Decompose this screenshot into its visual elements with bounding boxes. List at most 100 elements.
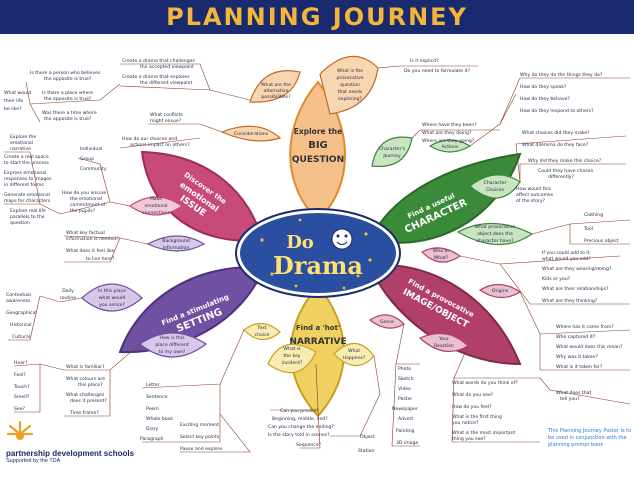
issue-left-1: Explore the xyxy=(10,134,36,140)
incident-2: the key xyxy=(283,353,300,359)
sense-smell: Smell? xyxy=(14,394,30,400)
sense-touch: Touch? xyxy=(13,384,30,390)
prov-q-4: that needs xyxy=(338,89,363,95)
narrative-line2: NARRATIVE xyxy=(289,337,346,347)
issue-left-10: maps for characters xyxy=(4,198,51,204)
actions-q1: Why do they do the things they do? xyxy=(520,72,603,78)
reaction-2: Reaction xyxy=(434,343,454,349)
individual: Individual xyxy=(80,146,102,152)
narrative-q4: Is the story told in scenes? xyxy=(268,432,330,438)
awareness-geo: Geographical xyxy=(6,310,37,316)
reaction-q7: thing you see? xyxy=(452,436,486,442)
image-q3: What are they wearing/doing? xyxy=(542,266,612,272)
tell-you-1: What does that xyxy=(556,390,591,396)
image-q1: If you could add to it xyxy=(542,250,590,256)
emotional-3: connections xyxy=(142,210,170,216)
object-label: Object xyxy=(360,434,375,440)
issue-left-5: to start the process xyxy=(4,160,49,166)
mindmap: Do Drama Explore the BIG QUESTION Find a… xyxy=(4,55,631,454)
explicit-2: Do you need to formulate it? xyxy=(404,68,471,74)
sense-3: you sense? xyxy=(99,302,125,308)
sense-2: what would xyxy=(99,295,126,301)
choices-q1: What choices did they make? xyxy=(522,130,590,136)
petal-narrative xyxy=(290,284,345,418)
top-left-7: How do our choices and xyxy=(122,136,177,142)
far-left-4: the opposite is true? xyxy=(44,96,92,102)
explore-line2: BIG xyxy=(308,140,328,151)
far-left-6: the opposite is true? xyxy=(44,116,92,122)
commitment-1: How do you ensure xyxy=(62,190,106,196)
prov-q-2: provocative xyxy=(336,75,363,81)
background-2: information xyxy=(163,245,190,251)
alt-poss-2: alternative xyxy=(264,88,289,94)
genre-painting: Painting xyxy=(396,428,415,434)
factual-2: information is needed? xyxy=(66,236,119,242)
page-title: PLANNING JOURNEY xyxy=(166,3,468,31)
choices-q3: Why did they make this choice? xyxy=(528,158,602,164)
explicit-1: Is it explicit? xyxy=(410,58,439,64)
genre-newspaper: Newspaper xyxy=(392,406,418,412)
far-left-2: the opposite is true? xyxy=(44,76,92,82)
reaction-q4: What is the first thing xyxy=(452,414,502,420)
narrative-q1: Can you predict? xyxy=(280,408,319,414)
sense-1: In this place xyxy=(98,288,126,294)
petal-character xyxy=(368,152,522,244)
connector-lines xyxy=(4,63,631,453)
tell-you-2: tell you? xyxy=(560,396,580,402)
choices-q6: How would this xyxy=(516,186,552,192)
issue-left-2: emotional xyxy=(10,140,33,146)
far-left-7: What would xyxy=(4,90,31,96)
actions-q4: How do they respond to others? xyxy=(520,108,594,114)
image-q5: What are their relationships? xyxy=(542,286,609,292)
top-left-6: might ensue? xyxy=(150,118,182,124)
text-whole-book: Whole book xyxy=(146,416,173,422)
journey-1: Character's xyxy=(379,146,406,152)
community: Community xyxy=(80,166,107,172)
text-choice-1: Text xyxy=(256,325,266,331)
routine-1: Daily xyxy=(62,288,74,294)
emotional-2: emotional xyxy=(144,203,167,209)
setting-q4: What challenges xyxy=(66,392,105,398)
issue-left-8: in different forms xyxy=(4,182,44,188)
factual-1: What key factual xyxy=(66,230,105,236)
footer-note: This Planning Journey Poster is to be us… xyxy=(548,428,632,448)
prov-q-1: What is the xyxy=(337,68,363,74)
supported-by: Supported by the TDA xyxy=(6,458,61,464)
alt-poss-3: possibilities? xyxy=(261,94,291,100)
issue-left-9: Generate emotional xyxy=(4,192,50,198)
reaction-q5: you notice? xyxy=(452,420,479,426)
footer-logo: partnership development schools Supporte… xyxy=(6,420,134,464)
sense-see: See? xyxy=(14,406,26,412)
background-1: Background xyxy=(162,238,189,244)
incident-3: incident? xyxy=(282,360,303,366)
choices-q8: of the story? xyxy=(516,198,545,204)
journey-2: Journey xyxy=(382,153,401,159)
setting-q2: What colours are xyxy=(66,376,105,382)
choices-q7: affect outcomes xyxy=(516,192,554,198)
commitment-2: the emotional xyxy=(70,196,102,202)
far-left-5: Was there a time where xyxy=(42,110,97,116)
awareness-cult: Cultural xyxy=(12,334,30,340)
prov-obj-3: character have? xyxy=(476,238,514,244)
genre-poster: Poster xyxy=(398,396,412,402)
text-sentence: Sentence xyxy=(146,394,168,400)
issue-left-12: parallels to the xyxy=(10,214,45,220)
journey-q2: What are they doing? xyxy=(422,130,472,136)
explore-line1: Explore the xyxy=(294,127,342,136)
commitment-4: the pupils? xyxy=(70,208,96,214)
choices-q5: differently? xyxy=(548,174,575,180)
prov-q-5: exploring? xyxy=(338,96,362,102)
reaction-q3: How do you feel? xyxy=(452,404,492,410)
actions-q2: How do they speak? xyxy=(520,84,567,90)
moment-1: Exciting moment xyxy=(180,422,219,428)
moment-3: Pause and explore xyxy=(180,446,222,452)
object-clothing: Clothing xyxy=(584,212,603,218)
factual-3: What does it feel like xyxy=(66,248,115,254)
branch-bubbles xyxy=(81,55,534,374)
object-precious: Precious object xyxy=(584,238,619,244)
genre: Genre xyxy=(380,319,394,325)
center-title-do: Do xyxy=(286,232,314,253)
issue-left-13: question xyxy=(10,220,30,226)
actions: Actions xyxy=(442,144,459,150)
